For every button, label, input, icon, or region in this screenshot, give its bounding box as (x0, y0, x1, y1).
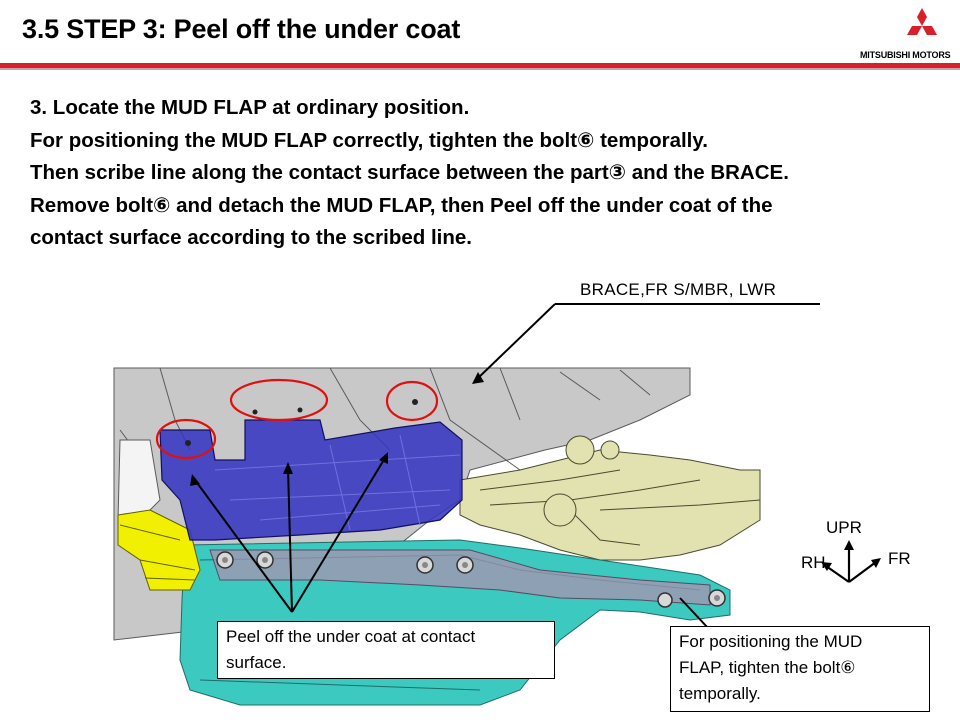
instruction-line: Then scribe line along the contact surfa… (30, 161, 789, 184)
mud-flap-part (159, 419, 463, 541)
callout-line: Peel off the under coat at contact (226, 627, 476, 646)
page-title: 3.5 STEP 3: Peel off the under coat (22, 14, 461, 44)
arm-part (459, 449, 761, 561)
header-rule-shadow (0, 68, 960, 70)
callout-line: FLAP, tighten the bolt⑥ (679, 658, 856, 677)
axis-label-rh: RH (801, 553, 826, 572)
header-rule (0, 63, 960, 68)
brace-label: BRACE,FR S/MBR, LWR (580, 280, 777, 299)
callout-line: surface. (226, 653, 287, 672)
instruction-line: Remove bolt⑥ and detach the MUD FLAP, th… (30, 193, 773, 217)
instruction-line: 3. Locate the MUD FLAP at ordinary posit… (30, 96, 470, 119)
callout-bolt: For positioning the MUD FLAP, tighten th… (670, 626, 930, 712)
callout-line: For positioning the MUD (679, 632, 863, 651)
axis-label-upr: UPR (826, 518, 862, 537)
instruction-line: For positioning the MUD FLAP correctly, … (30, 128, 708, 152)
mitsubishi-logo-icon (907, 8, 937, 35)
orientation-axes (825, 546, 877, 583)
callout-peel-off: Peel off the under coat at contact surfa… (217, 621, 555, 679)
instruction-text: 3. Locate the MUD FLAP at ordinary posit… (30, 92, 950, 255)
callout-line: temporally. (679, 684, 761, 703)
brand-name: MITSUBISHI MOTORS (860, 50, 951, 60)
axis-label-fr: FR (888, 549, 911, 568)
instruction-line: contact surface according to the scribed… (30, 226, 473, 249)
